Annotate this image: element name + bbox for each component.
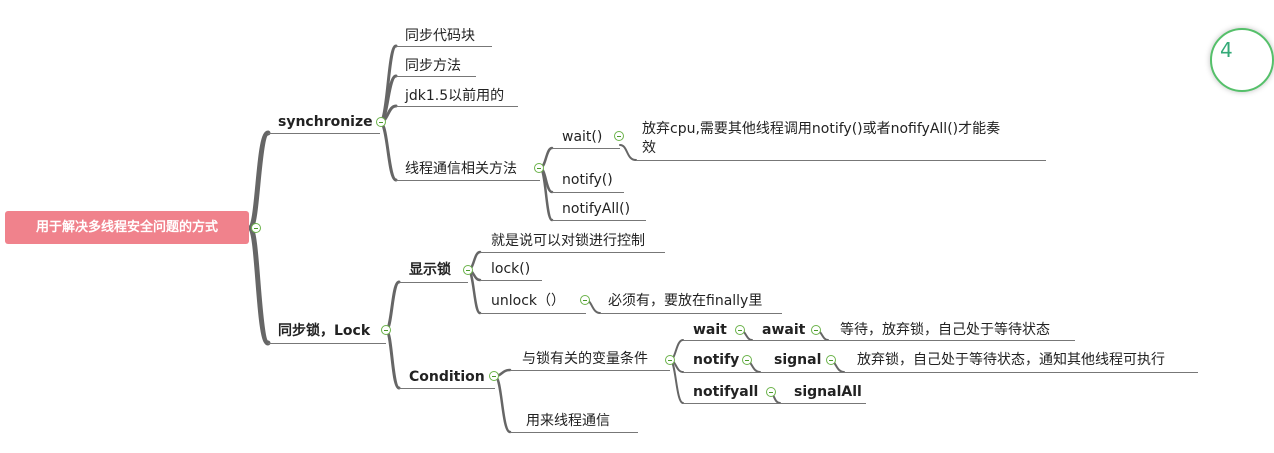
- underline: [552, 220, 646, 221]
- collapse-icon[interactable]: [811, 325, 821, 335]
- underline: [396, 180, 540, 181]
- underline: [268, 343, 386, 344]
- node-lock-control[interactable]: 就是说可以对锁进行控制: [491, 233, 645, 249]
- underline: [399, 388, 495, 389]
- underline: [510, 432, 638, 433]
- node-thread-comm[interactable]: 线程通信相关方法: [405, 161, 517, 177]
- underline: [683, 403, 866, 404]
- underline: [683, 372, 1198, 373]
- underline: [399, 282, 468, 283]
- node-unlock-method[interactable]: unlock（）: [491, 293, 566, 309]
- collapse-icon[interactable]: [614, 131, 624, 141]
- underline: [480, 252, 665, 253]
- node-cond-wait[interactable]: wait: [693, 322, 727, 338]
- collapse-icon[interactable]: [376, 117, 386, 127]
- underline: [552, 192, 624, 193]
- collapse-icon[interactable]: [251, 223, 261, 233]
- root-node[interactable]: 用于解决多线程安全问题的方式: [5, 211, 249, 244]
- node-cond-notify[interactable]: notify: [693, 352, 740, 368]
- floating-badge[interactable]: 4: [1210, 28, 1274, 92]
- underline: [510, 370, 670, 371]
- node-wait-note-line2: 效: [642, 140, 656, 156]
- collapse-icon[interactable]: [665, 355, 675, 365]
- node-explicit-lock[interactable]: 显示锁: [409, 262, 451, 278]
- node-wait-note[interactable]: 放弃cpu,需要其他线程调用notify()或者nofifyAll()才能奏: [642, 121, 1001, 137]
- collapse-icon[interactable]: [766, 387, 776, 397]
- node-cond-notifyall[interactable]: notifyall: [693, 384, 759, 400]
- node-lock-method[interactable]: lock(): [491, 261, 531, 277]
- underline: [396, 76, 476, 77]
- node-await-note[interactable]: 等待，放弃锁，自己处于等待状态: [840, 322, 1050, 338]
- collapse-icon[interactable]: [463, 265, 473, 275]
- underline: [600, 313, 782, 314]
- underline: [683, 340, 1075, 341]
- underline: [396, 106, 518, 107]
- collapse-icon[interactable]: [534, 163, 544, 173]
- node-notify[interactable]: notify(): [562, 172, 613, 188]
- node-lock[interactable]: 同步锁，Lock: [278, 323, 371, 339]
- node-cond-signal[interactable]: signal: [774, 352, 822, 368]
- underline: [480, 313, 586, 314]
- node-unlock-note[interactable]: 必须有，要放在finally里: [608, 293, 763, 309]
- node-condition[interactable]: Condition: [409, 369, 485, 385]
- collapse-icon[interactable]: [580, 295, 590, 305]
- underline: [552, 148, 620, 149]
- node-cond-signalall[interactable]: signalAll: [794, 384, 862, 400]
- underline: [396, 46, 492, 47]
- node-condition-desc[interactable]: 与锁有关的变量条件: [522, 351, 648, 367]
- node-wait[interactable]: wait(): [562, 129, 603, 145]
- node-notifyall[interactable]: notifyAll(): [562, 201, 631, 217]
- node-signal-note[interactable]: 放弃锁，自己处于等待状态，通知其他线程可执行: [857, 352, 1165, 368]
- underline: [480, 280, 542, 281]
- underline: [636, 160, 1046, 161]
- badge-digit: 4: [1220, 38, 1233, 62]
- node-synchronize[interactable]: synchronize: [278, 114, 373, 130]
- node-sync-block[interactable]: 同步代码块: [405, 28, 475, 44]
- collapse-icon[interactable]: [826, 355, 836, 365]
- underline: [268, 133, 380, 134]
- collapse-icon[interactable]: [489, 371, 499, 381]
- node-cond-await[interactable]: await: [762, 322, 806, 338]
- node-condition-usage[interactable]: 用来线程通信: [526, 413, 610, 429]
- collapse-icon[interactable]: [742, 355, 752, 365]
- node-jdk15[interactable]: jdk1.5以前用的: [405, 88, 505, 104]
- collapse-icon[interactable]: [381, 325, 391, 335]
- collapse-icon[interactable]: [735, 325, 745, 335]
- node-sync-method[interactable]: 同步方法: [405, 58, 461, 74]
